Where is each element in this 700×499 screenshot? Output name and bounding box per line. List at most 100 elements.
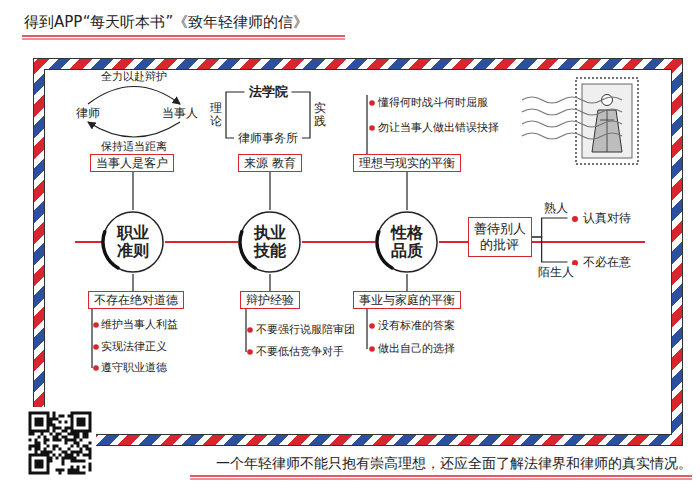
list-bracket bbox=[92, 95, 367, 368]
label-box: 理想与现实的平衡 bbox=[353, 154, 461, 172]
node-text: 法学院 bbox=[249, 84, 288, 99]
title-underline bbox=[22, 35, 345, 37]
node-text: 当事人 bbox=[162, 106, 198, 120]
node-text: 执业 技能 bbox=[252, 224, 289, 261]
connector bbox=[88, 122, 180, 137]
edge-label: 全力以赴辩护 bbox=[99, 70, 169, 84]
circle-accent bbox=[240, 232, 255, 268]
bullet-dot bbox=[369, 100, 375, 106]
bullet-item: 认真对待 bbox=[571, 211, 632, 225]
topic-circle: 执业 技能 bbox=[238, 210, 302, 274]
node-text: 善待别人 的批评 bbox=[473, 221, 526, 253]
list-item: 维护当事人利益 bbox=[101, 318, 178, 332]
connector bbox=[132, 274, 133, 291]
label-box: 善待别人 的批评 bbox=[468, 217, 531, 257]
axis-line bbox=[520, 241, 645, 243]
label-box: 当事人是客户 bbox=[90, 154, 174, 172]
node-text: 当事人是客户 bbox=[96, 156, 168, 170]
bullet-dot bbox=[572, 216, 578, 222]
circle-outline bbox=[377, 212, 437, 272]
list-item: 勿让当事人做出错误抉择 bbox=[378, 121, 499, 135]
node-text: 理想与现实的平衡 bbox=[359, 156, 455, 170]
connector bbox=[532, 218, 568, 237]
connector bbox=[269, 274, 270, 291]
list-item: 不要低估竞争对手 bbox=[256, 345, 344, 359]
edge-label: 理论 bbox=[210, 101, 222, 129]
label-box: 事业与家庭的平衡 bbox=[353, 291, 461, 309]
postmark-wave bbox=[522, 133, 622, 139]
list-item: 不要强行说服陪审团 bbox=[256, 323, 355, 337]
node-text: 职业 准则 bbox=[115, 224, 152, 261]
postmark bbox=[522, 97, 622, 139]
stamp-edge bbox=[576, 78, 638, 164]
bullet-item: 不必在意 bbox=[571, 255, 632, 269]
connector bbox=[406, 172, 407, 210]
qr-background bbox=[24, 407, 96, 479]
connector bbox=[532, 237, 568, 262]
list-bracket bbox=[245, 309, 246, 352]
node-text: 律师 bbox=[76, 106, 100, 120]
edge-label: 熟人 bbox=[542, 201, 570, 215]
text-node: 律师事务所 bbox=[236, 131, 300, 145]
edge-label: 保持适当距离 bbox=[99, 140, 169, 154]
connector bbox=[88, 87, 180, 105]
postmark-wave bbox=[522, 109, 622, 115]
bullet-dot bbox=[369, 125, 375, 131]
qr-modules bbox=[29, 412, 92, 475]
label-box: 不存在绝对道德 bbox=[88, 291, 184, 309]
circle-accent bbox=[103, 232, 118, 268]
topic-circle: 职业 准则 bbox=[101, 210, 165, 274]
stamp-frame bbox=[582, 84, 632, 158]
node-text: 不存在绝对道德 bbox=[94, 293, 178, 307]
bullet-dot bbox=[93, 322, 99, 328]
bullet-dot bbox=[369, 323, 375, 329]
axis-connector bbox=[165, 241, 238, 243]
stamp-figure bbox=[600, 110, 614, 152]
list-item: 懂得何时战斗何时屈服 bbox=[378, 96, 488, 110]
qr-code bbox=[24, 407, 96, 479]
title-text: 得到APP“每天听本书”《致年轻律师的信》 bbox=[24, 12, 308, 32]
text-node: 当事人 bbox=[160, 106, 200, 120]
node-text: 律师事务所 bbox=[238, 131, 298, 145]
caption-text: 一个年轻律师不能只抱有崇高理想，还应全面了解法律界和律师的真实情况。 bbox=[216, 454, 692, 472]
stamp-figure bbox=[592, 110, 622, 152]
node-text: 认真对待 bbox=[583, 211, 631, 225]
edge-label: 陌生人 bbox=[536, 265, 576, 279]
circle-accent bbox=[377, 232, 392, 268]
connector bbox=[269, 172, 270, 210]
postmark-wave bbox=[522, 121, 622, 127]
list-item: 没有标准的答案 bbox=[378, 319, 455, 333]
postmark-wave bbox=[522, 97, 622, 103]
bullet-dot bbox=[93, 365, 99, 371]
caption-underline bbox=[190, 475, 692, 477]
list-bracket bbox=[366, 95, 367, 154]
node-text: 性格 品质 bbox=[389, 224, 426, 261]
bullet-dot bbox=[247, 349, 253, 355]
bullet-dot bbox=[247, 327, 253, 333]
list-item: 做出自己的选择 bbox=[378, 342, 455, 356]
node-text: 辩护经验 bbox=[246, 293, 294, 307]
list-item: 实现法律正义 bbox=[101, 340, 167, 354]
label-box: 来源 教育 bbox=[238, 154, 302, 172]
list-item: 遵守职业道德 bbox=[101, 361, 167, 375]
connector bbox=[132, 172, 133, 210]
circle-outline bbox=[240, 212, 300, 272]
topic-circle: 性格 品质 bbox=[375, 210, 439, 274]
axis-connector bbox=[439, 241, 468, 243]
list-bracket bbox=[91, 309, 92, 368]
bullet-dot bbox=[93, 344, 99, 350]
caption-underline bbox=[190, 479, 692, 480]
node-text: 不必在意 bbox=[583, 255, 631, 269]
heading-node: 法学院 bbox=[247, 84, 290, 100]
text-node: 律师 bbox=[74, 106, 102, 120]
list-bracket bbox=[366, 309, 367, 349]
edge-label: 实践 bbox=[314, 101, 326, 129]
label-box: 辩护经验 bbox=[240, 291, 300, 309]
circle-outline bbox=[103, 212, 163, 272]
title-underline bbox=[22, 39, 345, 40]
node-text: 来源 教育 bbox=[244, 156, 296, 170]
stamp bbox=[576, 78, 638, 164]
bullet-dots bbox=[93, 100, 375, 371]
bullet-dot bbox=[369, 346, 375, 352]
